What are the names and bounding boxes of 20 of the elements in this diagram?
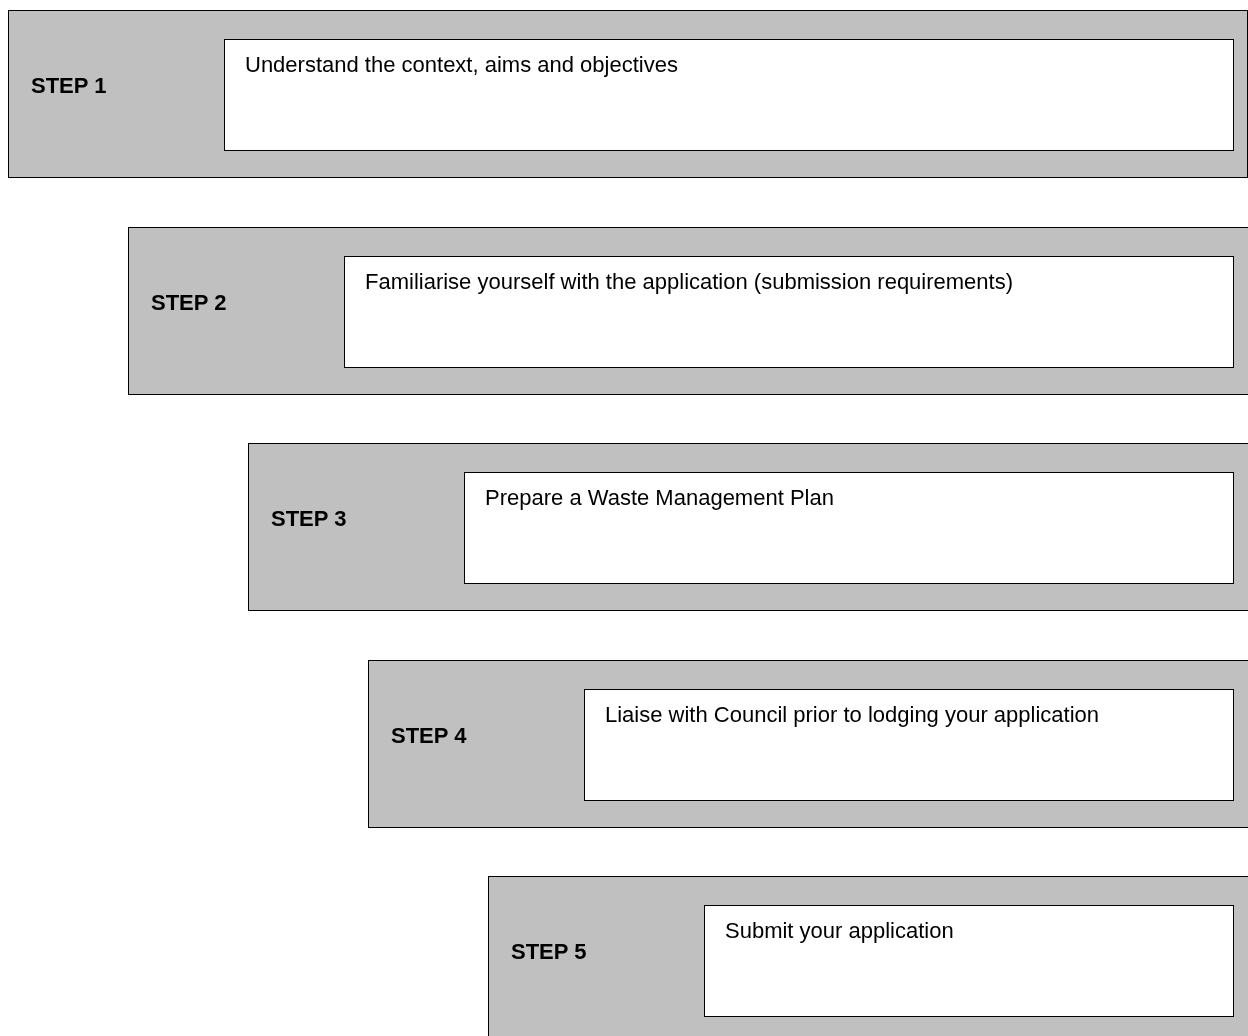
step-label: STEP 1 (31, 73, 107, 99)
step-description-box (224, 39, 1234, 151)
step-band (368, 659, 1248, 828)
step-band (8, 10, 1248, 178)
step-description-box (344, 255, 1234, 368)
step-label: STEP 2 (151, 289, 227, 316)
step-band (248, 443, 1248, 611)
step-label: STEP 5 (511, 939, 587, 965)
step-description-box (464, 472, 1234, 584)
step-description: Submit your application (725, 917, 955, 945)
step-description-box (584, 688, 1234, 801)
step-label: STEP 3 (271, 506, 347, 532)
step-band (128, 226, 1248, 395)
step-description: Familiarise yourself with the application (submission requirements) (365, 267, 1015, 296)
step-description: Liaise with Council prior to lodging your application (605, 700, 1101, 729)
step-description: Prepare a Waste Management Plan (485, 484, 835, 512)
step-description: Understand the context, aims and objectives (245, 51, 679, 79)
step-label: STEP 4 (391, 722, 467, 749)
step-band (488, 876, 1248, 1036)
step-description-box (704, 905, 1234, 1017)
